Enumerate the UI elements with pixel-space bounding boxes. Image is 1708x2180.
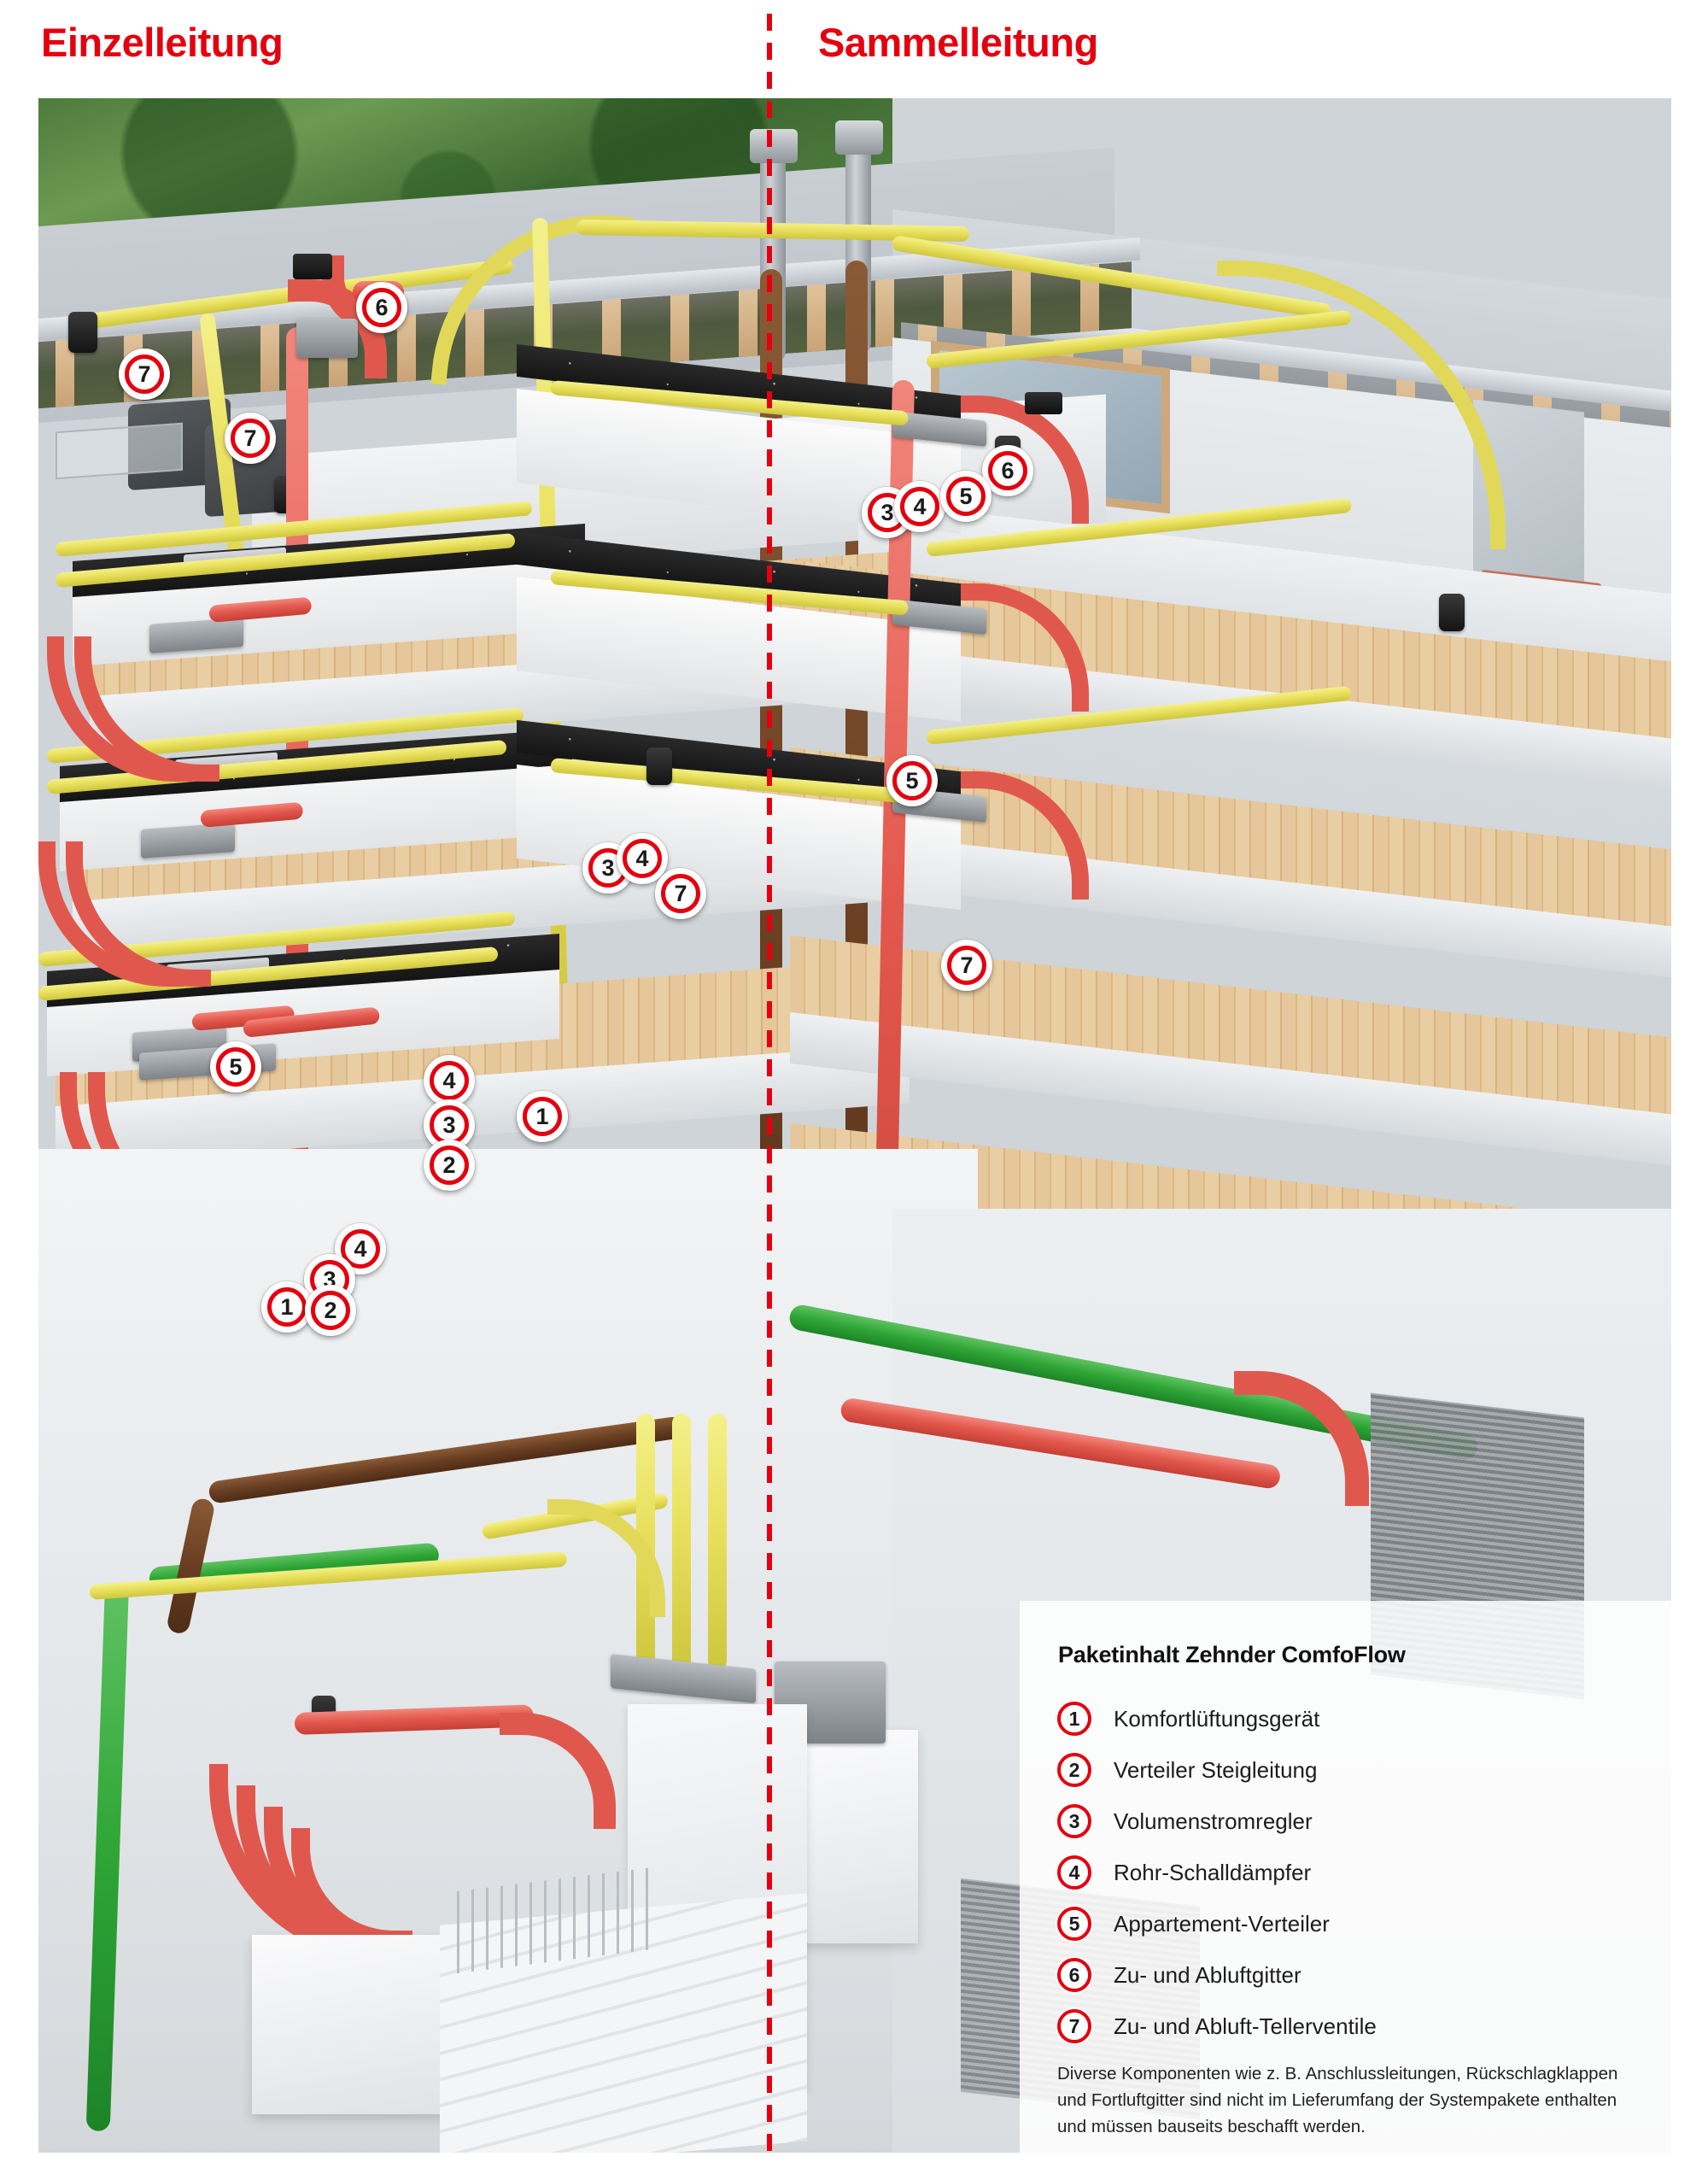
legend-badge-1: 1 [1056, 1700, 1093, 1738]
callout-marker-number: 7 [243, 425, 257, 451]
legend-footnote: Diverse Komponenten wie z. B. Anschlussl… [1057, 2064, 1618, 2136]
callout-marker-3: 3 [424, 1099, 475, 1151]
callout-marker-number: 7 [137, 360, 151, 387]
supply-manifold-left-top [296, 319, 358, 358]
legend-badge-number: 5 [1068, 1912, 1080, 1935]
legend-badge-number: 1 [1068, 1707, 1080, 1730]
callout-marker-number: 5 [229, 1053, 243, 1080]
supply-grille-6-left [293, 254, 332, 279]
callout-marker-number: 4 [354, 1235, 367, 1262]
callout-marker-number: 7 [674, 880, 687, 906]
legend-item-4: 4 Rohr-Schalldämpfer [1056, 1847, 1377, 1898]
callout-marker-number: 1 [280, 1293, 294, 1320]
legend-item-6: 6 Zu- und Abluftgitter [1056, 1949, 1377, 2001]
legend-title: Paketinhalt Zehnder ComfoFlow [1058, 1642, 1406, 1667]
legend-item-label: Verteiler Steigleitung [1114, 1756, 1318, 1783]
legend-badge-3: 3 [1056, 1802, 1093, 1840]
legend-item-7: 7 Zu- und Abluft-Tellerventile [1056, 2001, 1377, 2052]
callout-marker-number: 6 [1001, 457, 1015, 483]
legend-item-label: Rohr-Schalldämpfer [1114, 1859, 1312, 1885]
callout-marker-4: 4 [617, 833, 668, 884]
roof-vent-cowl-1 [750, 129, 798, 163]
callout-marker-number: 2 [324, 1297, 337, 1323]
callout-marker-1: 1 [517, 1091, 568, 1142]
callout-marker-number: 4 [913, 493, 927, 519]
callout-marker-7: 7 [225, 413, 276, 464]
legend-badge-number: 6 [1068, 1963, 1080, 1986]
legend-badge-4: 4 [1056, 1854, 1093, 1891]
callout-marker-4: 4 [424, 1055, 475, 1106]
callout-marker-7: 7 [655, 868, 706, 919]
callout-marker-5: 5 [210, 1041, 261, 1093]
callout-marker-6: 6 [356, 282, 407, 333]
callout-marker-number: 3 [880, 499, 894, 525]
legend-badge-7: 7 [1056, 2007, 1093, 2045]
exhaust-valve-7-ceiling [68, 312, 97, 353]
callout-marker-number: 7 [960, 952, 974, 978]
supply-loop-l1-b [74, 636, 219, 782]
callout-marker-number: 3 [442, 1111, 456, 1138]
legend-badge-5: 5 [1056, 1905, 1093, 1943]
callout-marker-number: 3 [601, 854, 615, 881]
callout-marker-7: 7 [119, 349, 170, 400]
riser-bundle-pipe-2 [672, 1414, 691, 1670]
supply-grille-6-right [1025, 392, 1062, 414]
legend-panel: Paketinhalt Zehnder ComfoFlow 1 Komfortlü… [1020, 1601, 1674, 2153]
callout-marker-6: 6 [982, 445, 1033, 496]
exhaust-valve-7-right-lower [1439, 594, 1465, 631]
heading-sammelleitung: Sammelleitung [818, 20, 1098, 65]
callout-marker-number: 4 [442, 1067, 456, 1093]
callout-marker-2: 2 [305, 1285, 356, 1336]
callout-marker-number: 2 [442, 1152, 456, 1178]
callout-marker-4: 4 [894, 481, 945, 532]
exhaust-valve-7-right-mid [646, 747, 672, 785]
legend-item-label: Zu- und Abluftgitter [1114, 1961, 1301, 1988]
legend-badge-6: 6 [1056, 1956, 1093, 1994]
callout-marker-2: 2 [424, 1140, 475, 1191]
legend-item-3: 3 Volumenstromregler [1056, 1796, 1377, 1847]
legend-item-5: 5 Appartement-Verteiler [1056, 1898, 1377, 1949]
legend-item-label: Volumenstromregler [1114, 1808, 1313, 1834]
callout-marker-number: 1 [535, 1103, 549, 1129]
legend-badge-number: 3 [1068, 1809, 1080, 1832]
supply-loop-l2-b [66, 841, 211, 987]
legend-item-label: Komfortlüftungsgerät [1114, 1705, 1320, 1732]
coffee-table-left [56, 422, 183, 480]
legend-badge-2: 2 [1056, 1751, 1093, 1789]
riser-bundle-pipe-3 [708, 1414, 727, 1670]
callout-marker-5: 5 [940, 471, 991, 522]
callout-marker-5: 5 [886, 755, 938, 806]
callout-marker-number: 5 [959, 483, 973, 509]
callout-marker-7: 7 [941, 940, 992, 991]
legend-item-1: 1 Komfortlüftungsgerät [1056, 1693, 1377, 1744]
callout-marker-number: 6 [375, 294, 389, 320]
legend-item-2: 2 Verteiler Steigleitung [1056, 1744, 1377, 1796]
legend-item-label: Appartement-Verteiler [1114, 1910, 1330, 1937]
legend-badge-number: 4 [1068, 1861, 1080, 1884]
section-divider-dashed-line [767, 14, 772, 2154]
legend-badge-number: 2 [1068, 1758, 1080, 1781]
callout-marker-number: 5 [905, 767, 919, 794]
callout-marker-number: 4 [635, 845, 649, 871]
legend-list: 1 Komfortlüftungsgerät 2 Verteiler Steiglei… [1056, 1693, 1377, 2052]
roof-vent-cowl-2 [835, 120, 883, 155]
legend-badge-number: 7 [1068, 2014, 1080, 2037]
heading-einzelleitung: Einzelleitung [41, 20, 284, 65]
legend-item-label: Zu- und Abluft-Tellerventile [1114, 2013, 1377, 2039]
